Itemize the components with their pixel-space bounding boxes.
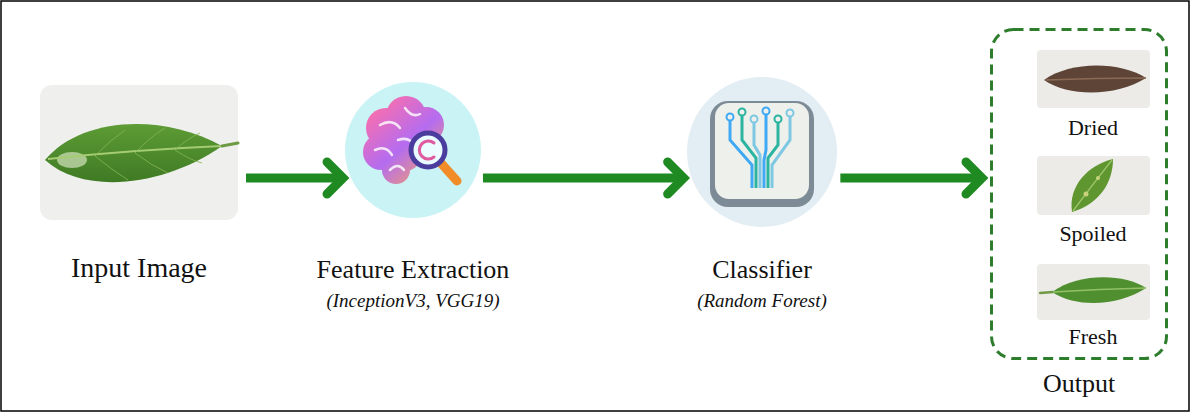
circuit-pad bbox=[751, 116, 758, 123]
brain-lobe bbox=[386, 96, 426, 136]
brain-lobe bbox=[366, 108, 406, 148]
brain-lobe bbox=[363, 134, 399, 170]
leaf-stem bbox=[1040, 292, 1053, 293]
flow-arrow bbox=[840, 162, 982, 194]
node-label: Fresh bbox=[1069, 324, 1118, 350]
leaf-midrib bbox=[1073, 160, 1112, 211]
circuit-trace bbox=[764, 114, 766, 188]
chip-face bbox=[715, 103, 809, 199]
magnifier-handle bbox=[440, 162, 457, 181]
class-sample: Dried bbox=[1037, 50, 1150, 141]
input-image-node: Input Image bbox=[40, 85, 238, 285]
flow-arrow bbox=[483, 162, 684, 194]
circuit-pads bbox=[727, 108, 794, 123]
brain-lobe bbox=[408, 107, 444, 143]
circuit-trace bbox=[772, 116, 790, 188]
leaf-midrib bbox=[1046, 78, 1146, 80]
classifier-node: Classifier (Random Forest) bbox=[687, 77, 837, 313]
circuit-pad bbox=[739, 109, 746, 116]
dried-leaf bbox=[1044, 65, 1146, 92]
circuit-icon bbox=[710, 101, 814, 207]
node-label: Input Image bbox=[71, 251, 207, 285]
photo-ground bbox=[1037, 264, 1150, 320]
image-frame bbox=[1037, 156, 1150, 215]
node-label: Dried bbox=[1068, 115, 1118, 141]
circle-fill bbox=[345, 82, 481, 218]
flow-arrow bbox=[246, 162, 343, 194]
magnifier-mark bbox=[419, 141, 434, 159]
circuit-pad bbox=[763, 108, 770, 115]
leaf-spot bbox=[1084, 192, 1089, 197]
node-sublabel: (InceptionV3, VGG19) bbox=[326, 290, 499, 313]
circuit-trace bbox=[754, 122, 760, 188]
arrow-shaft bbox=[246, 174, 339, 183]
brain-lobe bbox=[380, 128, 424, 172]
leaf-midrib bbox=[1053, 288, 1146, 292]
image-frame bbox=[1037, 50, 1150, 108]
circuit-trace bbox=[730, 120, 752, 188]
magnifier-lens bbox=[411, 133, 445, 167]
leaf-spot bbox=[1096, 176, 1100, 180]
circle-fill bbox=[687, 77, 837, 227]
node-label: Feature Extraction bbox=[317, 254, 510, 285]
feature-extraction-node: Feature Extraction (InceptionV3, VGG19) bbox=[313, 82, 514, 313]
chip-rim bbox=[710, 101, 814, 207]
node-sublabel: (Random Forest) bbox=[697, 290, 827, 313]
photo-ground bbox=[40, 85, 238, 220]
leaf-blade bbox=[1071, 159, 1113, 212]
brain-lobe bbox=[382, 156, 410, 184]
node-label: Spoiled bbox=[1059, 221, 1126, 247]
circuit-pad bbox=[787, 110, 794, 117]
photo-ground bbox=[1037, 156, 1150, 215]
image-frame bbox=[1037, 264, 1150, 320]
leaf-midrib bbox=[48, 146, 222, 159]
node-circle bbox=[345, 82, 481, 218]
spoiled-leaf bbox=[1071, 159, 1113, 212]
arrow-head bbox=[966, 162, 982, 194]
image-frame bbox=[40, 85, 238, 220]
node-label: Output bbox=[1043, 368, 1115, 399]
photo-ground bbox=[1037, 50, 1150, 108]
arrow-shaft bbox=[840, 174, 978, 183]
class-sample: Spoiled bbox=[1037, 156, 1150, 247]
circuit-pad bbox=[775, 116, 782, 123]
output-group: Output DriedSpoiledFresh bbox=[990, 28, 1168, 399]
dashed-outline bbox=[992, 30, 1167, 359]
leaf-blade bbox=[1044, 65, 1146, 92]
leaf-blade bbox=[45, 124, 222, 182]
arrow-head bbox=[327, 162, 343, 194]
brain-folds bbox=[375, 108, 420, 170]
node-circle bbox=[687, 77, 837, 227]
circuit-trace bbox=[742, 115, 756, 188]
brain-icon bbox=[363, 96, 457, 184]
class-sample: Fresh bbox=[1037, 264, 1150, 350]
arrow-shaft bbox=[483, 174, 680, 183]
leaf-stem bbox=[222, 143, 238, 146]
node-label: Classifier bbox=[712, 254, 812, 285]
circuit-trace bbox=[768, 122, 778, 188]
fresh-leaf bbox=[1040, 277, 1146, 303]
leaf-patch bbox=[57, 152, 87, 168]
leaf-blade bbox=[1052, 277, 1146, 303]
leaf-veins bbox=[95, 128, 202, 180]
arrow-head bbox=[668, 162, 684, 194]
circuit-pad bbox=[727, 114, 734, 121]
input-leaf bbox=[45, 124, 238, 182]
